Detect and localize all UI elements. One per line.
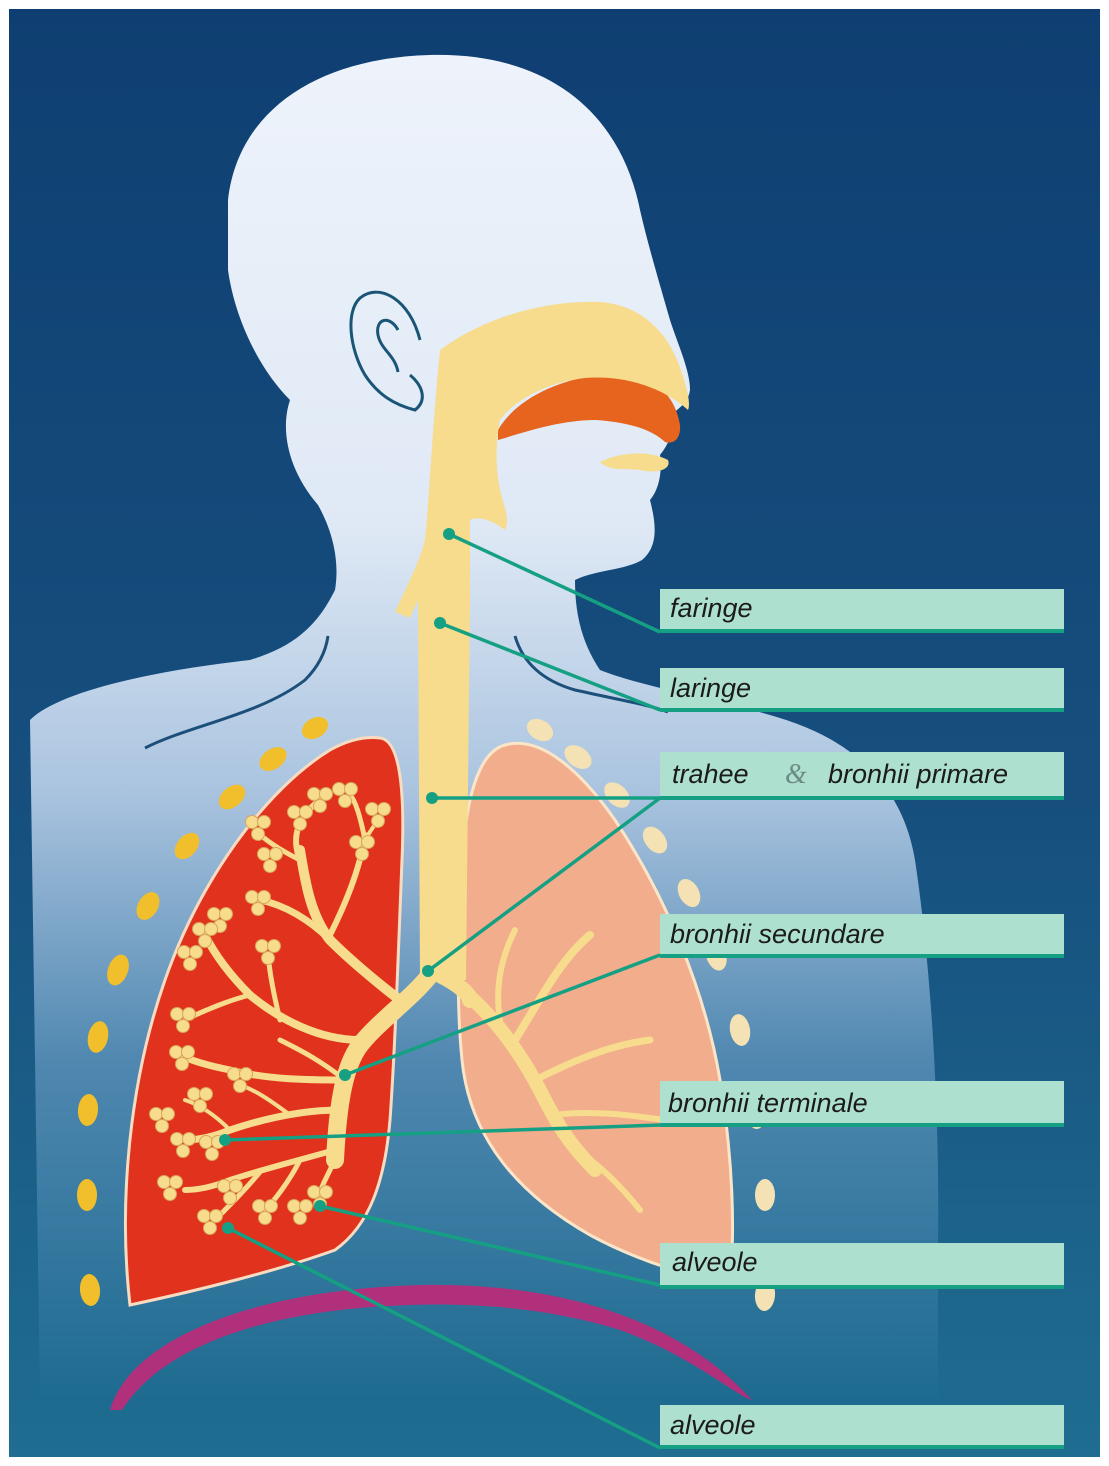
label-alveole-2-text: alveole xyxy=(670,1410,756,1440)
label-faringe-text: faringe xyxy=(670,593,753,623)
label-alveole-1: alveole xyxy=(660,1243,1064,1289)
label-trahee-bronhii-primare: trahee & bronhii primare xyxy=(660,752,1064,800)
label-ampersand-text: & xyxy=(785,759,807,790)
label-bronhii-primare-text: bronhii primare xyxy=(828,759,1008,789)
label-bronhii-terminale-text: bronhii terminale xyxy=(668,1088,868,1118)
label-alveole-1-text: alveole xyxy=(672,1247,758,1277)
label-faringe: faringe xyxy=(660,589,1064,633)
label-bronhii-terminale: bronhii terminale xyxy=(660,1081,1064,1127)
label-trahee-text: trahee xyxy=(672,759,749,789)
label-laringe: laringe xyxy=(660,668,1064,712)
label-bronhii-secundare: bronhii secundare xyxy=(660,914,1064,958)
label-laringe-text: laringe xyxy=(670,673,751,703)
label-alveole-2: alveole xyxy=(660,1405,1064,1449)
label-bronhii-secundare-text: bronhii secundare xyxy=(670,919,885,949)
